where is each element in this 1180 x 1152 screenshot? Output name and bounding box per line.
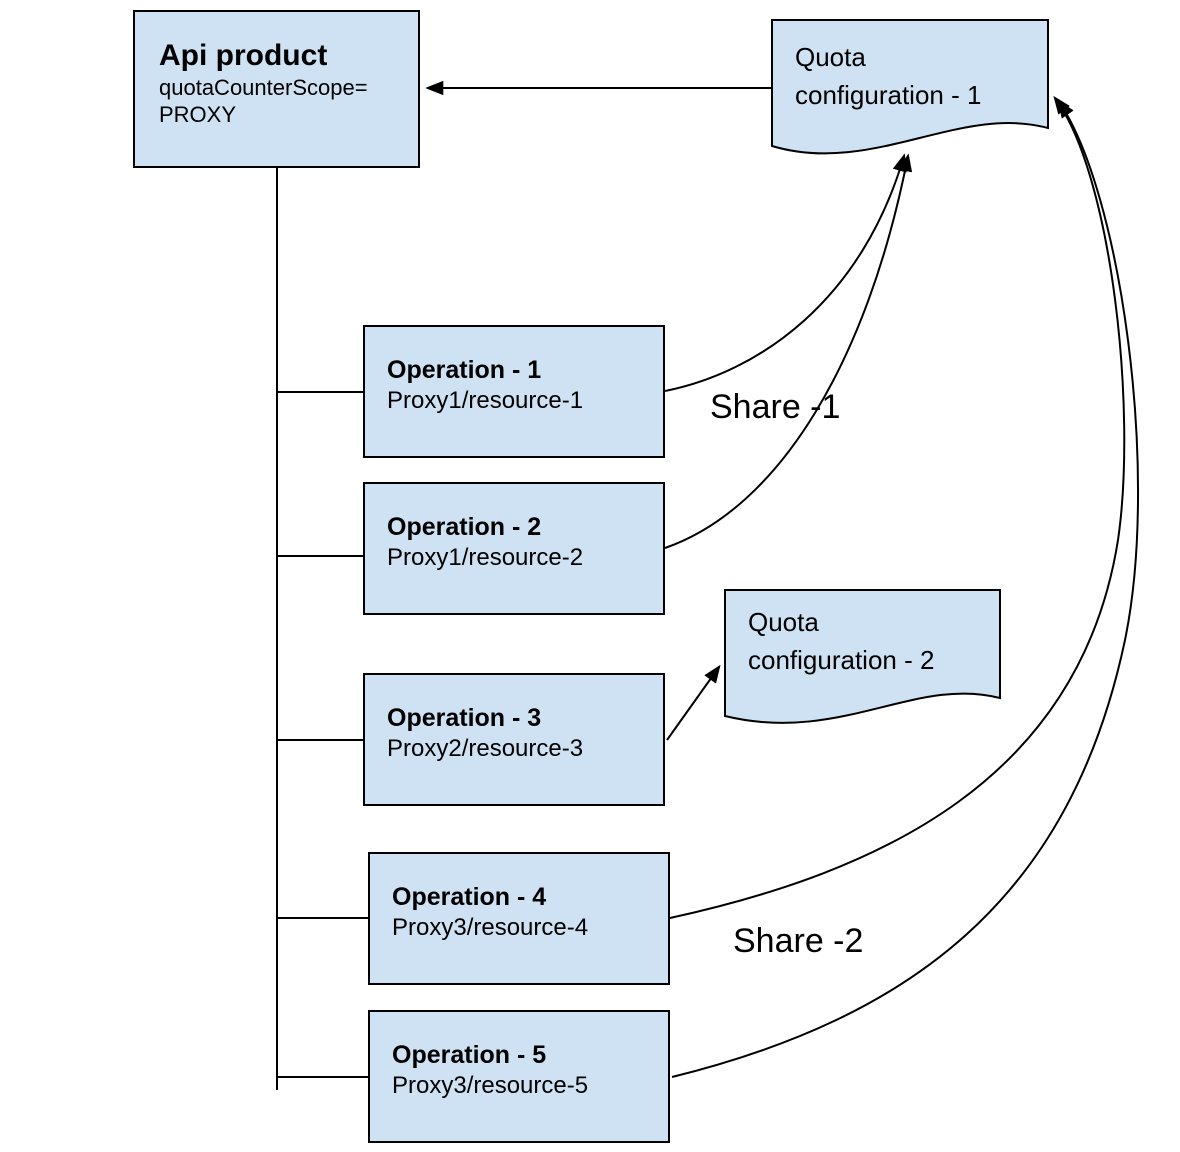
arrow-operation1-to-quota1 (664, 153, 907, 392)
operation-1-subtitle: Proxy1/resource-1 (387, 387, 584, 414)
operation-2-subtitle: Proxy1/resource-2 (387, 544, 584, 571)
arrow-operation3-to-quota2 (666, 664, 721, 741)
arrow-operation2-to-quota1 (664, 153, 913, 549)
operation-1-box: Operation - 1 Proxy1/resource-1 (363, 325, 665, 458)
arrow-operation4-to-quota1 (669, 95, 1126, 919)
operation-5-subtitle: Proxy3/resource-5 (392, 1072, 589, 1099)
api-product-box: Api product quotaCounterScope= PROXY (133, 10, 420, 168)
operation-4-subtitle: Proxy3/resource-4 (392, 914, 589, 941)
quota-config-1-line1: Quota (795, 42, 866, 72)
arrow-operation5-to-quota1 (671, 99, 1140, 1078)
quota-config-2-label: Quota configuration - 2 (748, 603, 934, 679)
share-1-edge-label: Share -1 (710, 388, 841, 426)
operation-3-subtitle: Proxy2/resource-3 (387, 735, 584, 762)
quota-config-2-line2: configuration - 2 (748, 645, 935, 675)
quota-config-1-label: Quota configuration - 1 (795, 38, 981, 114)
quota-config-2-line1: Quota (748, 607, 819, 637)
operation-3-title: Operation - 3 (387, 704, 542, 732)
operation-1-title: Operation - 1 (387, 356, 542, 384)
api-product-title: Api product (159, 39, 328, 72)
quota-config-1-line2: configuration - 1 (795, 80, 982, 110)
operation-2-title: Operation - 2 (387, 513, 542, 541)
api-product-subtitle-line1: quotaCounterScope= (159, 75, 368, 100)
operation-5-title: Operation - 5 (392, 1041, 547, 1069)
operation-4-title: Operation - 4 (392, 883, 547, 911)
operation-5-box: Operation - 5 Proxy3/resource-5 (368, 1010, 670, 1143)
operation-3-box: Operation - 3 Proxy2/resource-3 (363, 673, 665, 806)
share-2-edge-label: Share -2 (733, 922, 864, 960)
api-product-subtitle-line2: PROXY (159, 102, 237, 127)
operation-4-box: Operation - 4 Proxy3/resource-4 (368, 852, 670, 985)
quota-config-1-shape (771, 19, 1049, 155)
operation-2-box: Operation - 2 Proxy1/resource-2 (363, 482, 665, 615)
quota-config-2-shape (724, 589, 1001, 724)
